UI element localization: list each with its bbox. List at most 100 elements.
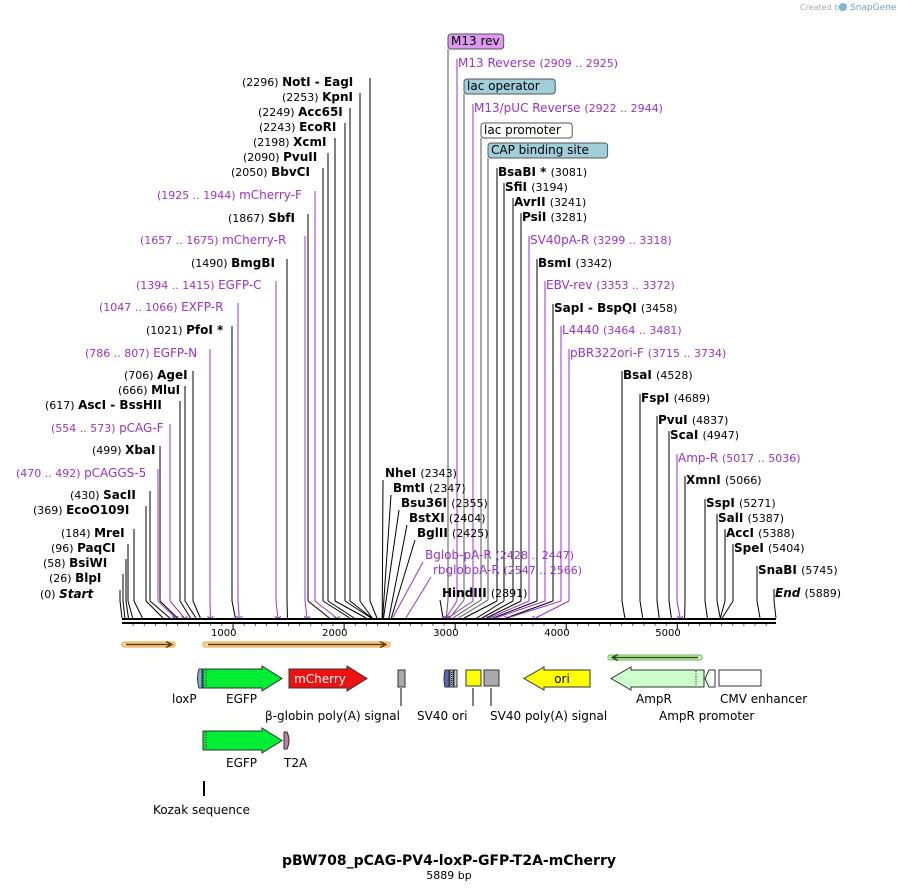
- right-label-snabi: SnaBI (5745): [758, 563, 838, 577]
- left-label-mlui: (666) MluI: [118, 383, 180, 397]
- left-label-mcherry-r: (1657 .. 1675) mCherry-R: [140, 233, 286, 247]
- leader-line: [304, 600, 308, 619]
- leader-line: [184, 600, 197, 619]
- right-label-end: End (5889): [775, 586, 841, 600]
- leader-line: [127, 600, 134, 619]
- sv40-ori-small-feature: [443, 669, 450, 688]
- leader-line: [445, 600, 458, 619]
- leader-lines: [119, 49, 777, 620]
- right-label-bsmi: BsmI (3342): [538, 256, 612, 270]
- leader-line: [719, 600, 726, 619]
- mid-label-rbglobpa-r: rbglobpA-R (2547 .. 2566): [433, 563, 582, 577]
- sv40-polya-feature: [483, 669, 500, 687]
- tick-label: 3000: [433, 628, 458, 639]
- feature-box-cap-binding-site: [487, 142, 609, 159]
- right-label-scai: ScaI (4947): [670, 428, 739, 442]
- right-label-acci: AccI (5388): [726, 526, 795, 540]
- ampr-promoter-label: AmpR promoter: [659, 709, 754, 723]
- right-label-sapi-bspqi: SapI - BspQI (3458): [554, 301, 677, 315]
- leader-line: [157, 600, 176, 619]
- leader-line: [159, 600, 178, 619]
- leader-line: [383, 509, 400, 619]
- left-label-bsiwi: (58) BsiWI: [43, 556, 107, 570]
- right-label-spei: SpeI (5404): [734, 541, 805, 555]
- leader-line: [668, 600, 672, 619]
- kozak-feature: [203, 781, 205, 796]
- leader-line: [327, 600, 355, 619]
- ori-feature: [522, 666, 591, 691]
- t2a-feature: [283, 731, 290, 750]
- leader-line: [149, 600, 171, 619]
- snapgene-logo-icon: [839, 3, 847, 11]
- right-label-xmni: XmnI (5066): [686, 473, 762, 487]
- leader-line: [179, 600, 191, 619]
- mid-label-nhei: NheI (2343): [385, 466, 457, 480]
- leader-line: [486, 600, 522, 619]
- leader-line: [169, 600, 185, 619]
- right-label-m13-puc-reverse: M13/pUC Reverse (2922 .. 2944): [474, 101, 663, 115]
- loxp-feature: [197, 668, 203, 689]
- cmv-enhancer-label: CMV enhancer: [720, 692, 807, 706]
- left-label-acc65i: (2249) Acc65I: [258, 105, 343, 119]
- left-label-noti-eagi: (2296) NotI - EagI: [242, 75, 353, 89]
- leader-line: [119, 600, 123, 619]
- right-label-pvui: PvuI (4837): [658, 413, 728, 427]
- leader-line: [388, 524, 408, 619]
- right-label-cap-binding-site: CAP binding site: [491, 143, 589, 157]
- right-label-sv40pa-r: SV40pA-R (3299 .. 3318): [530, 233, 672, 247]
- tick-label: 5000: [655, 628, 680, 639]
- leader-line: [381, 479, 384, 619]
- leader-line: [231, 600, 236, 619]
- right-label-m13-rev: M13 rev: [451, 34, 500, 48]
- right-label-sali: SalI (5387): [718, 511, 784, 525]
- tick-label: 1000: [211, 628, 236, 639]
- feature-box-lac-promoter: [480, 122, 573, 139]
- leader-line: [334, 600, 367, 619]
- leader-line: [505, 600, 554, 619]
- created-by-text: Created by: [800, 3, 844, 12]
- right-label-lac-promoter: lac promoter: [484, 123, 561, 137]
- right-label-sfii: SfiI (3194): [505, 180, 568, 194]
- leader-line: [192, 600, 201, 619]
- left-label-egfp-c: (1394 .. 1415) EGFP-C: [136, 278, 262, 292]
- left-label-xcmi: (2198) XcmI: [253, 135, 326, 149]
- leader-line: [382, 494, 392, 619]
- leader-line: [773, 600, 777, 619]
- leader-line: [476, 600, 505, 619]
- mid-label-bsu36i: Bsu36I (2355): [401, 496, 488, 510]
- loxp-label: loxP: [172, 692, 197, 706]
- beta-globin-feature: [397, 669, 406, 688]
- kozak-label: Kozak sequence: [153, 803, 250, 817]
- leader-line: [344, 600, 372, 619]
- leader-line: [452, 599, 482, 619]
- leader-line: [704, 600, 708, 619]
- left-label-blpi: (26) BlpI: [49, 571, 101, 585]
- leader-line: [495, 600, 546, 619]
- left-label-pcaggs-5: (470 .. 492) pCAGGS-5: [16, 466, 146, 480]
- left-label-pfoi: (1021) PfoI *: [146, 323, 224, 337]
- left-label-kpni: (2253) KpnI: [282, 90, 353, 104]
- right-label-l4440: L4440 (3464 .. 3481): [562, 323, 682, 337]
- left-label-start: (0) Start: [40, 587, 94, 601]
- mid-label-hindiii: HindIII (2891): [442, 586, 527, 600]
- left-label-agei: (706) AgeI: [124, 368, 188, 382]
- left-label-bmgbi: (1490) BmgBI: [191, 256, 275, 270]
- plasmid-title: pBW708_pCAG-PV4-loxP-GFP-T2A-mCherry: [282, 853, 616, 869]
- left-label-paqci: (96) PaqCI: [51, 541, 116, 555]
- orange-feature-bars: [121, 640, 703, 662]
- egfp2-feature: [202, 727, 283, 754]
- leader-line: [492, 600, 538, 619]
- egfp2-label: EGFP: [226, 756, 257, 770]
- mcherry-feature: [288, 665, 368, 692]
- leader-line: [463, 600, 498, 619]
- right-label-lac-operator: lac operator: [467, 79, 540, 93]
- ampr-promoter-feature: [704, 669, 716, 688]
- right-label-bsai: BsaI (4528): [623, 368, 693, 382]
- left-label-sacii: (430) SacII: [70, 488, 136, 502]
- leader-line: [349, 600, 373, 619]
- backbone-top: [122, 618, 776, 620]
- leader-line: [125, 600, 129, 619]
- sv40-polya-label: SV40 poly(A) signal: [490, 709, 607, 723]
- left-label-bbvci: (2050) BbvCI: [231, 165, 310, 179]
